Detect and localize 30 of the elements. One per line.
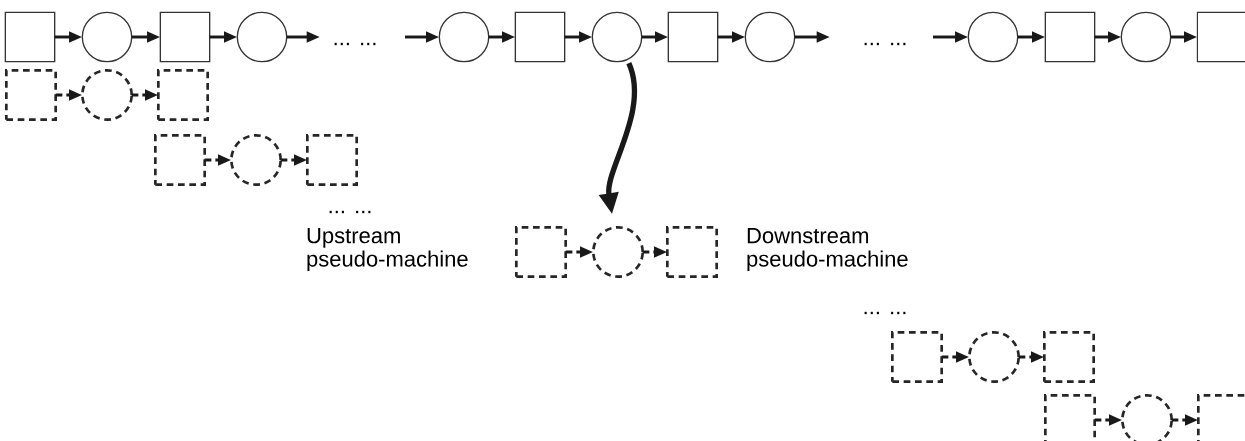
dashed-circle-node bbox=[81, 69, 133, 121]
square-node bbox=[1044, 11, 1096, 63]
circle-node bbox=[236, 11, 288, 63]
label-text: Downstream pseudo-machine bbox=[747, 228, 908, 271]
dashed-square-node bbox=[1043, 331, 1095, 383]
circle-node bbox=[438, 11, 490, 63]
circle-node bbox=[81, 11, 133, 63]
dashed-square-node bbox=[306, 134, 358, 186]
dashed-square-node bbox=[157, 69, 209, 121]
label-text: ... ... bbox=[334, 42, 376, 46]
square-node bbox=[667, 11, 719, 63]
circle-node bbox=[1120, 11, 1172, 63]
dashed-circle-node bbox=[968, 331, 1020, 383]
dashed-square-node bbox=[515, 226, 567, 278]
square-node bbox=[514, 11, 566, 63]
dashed-square-node bbox=[154, 134, 206, 186]
square-node bbox=[4, 11, 56, 63]
label-text: ... ... bbox=[329, 210, 371, 214]
label-text: ... ... bbox=[864, 42, 906, 46]
dashed-square-node bbox=[5, 69, 57, 121]
dashed-circle-node bbox=[230, 134, 282, 186]
circle-node bbox=[744, 11, 796, 63]
dashed-square-node bbox=[666, 226, 718, 278]
dashed-square-node bbox=[891, 331, 943, 383]
circle-node bbox=[591, 11, 643, 63]
label-text: ... ... bbox=[864, 311, 906, 315]
circle-node bbox=[967, 11, 1019, 63]
dashed-circle-node bbox=[592, 226, 644, 278]
square-node bbox=[159, 11, 211, 63]
label-text: Upstream pseudo-machine bbox=[307, 228, 468, 271]
